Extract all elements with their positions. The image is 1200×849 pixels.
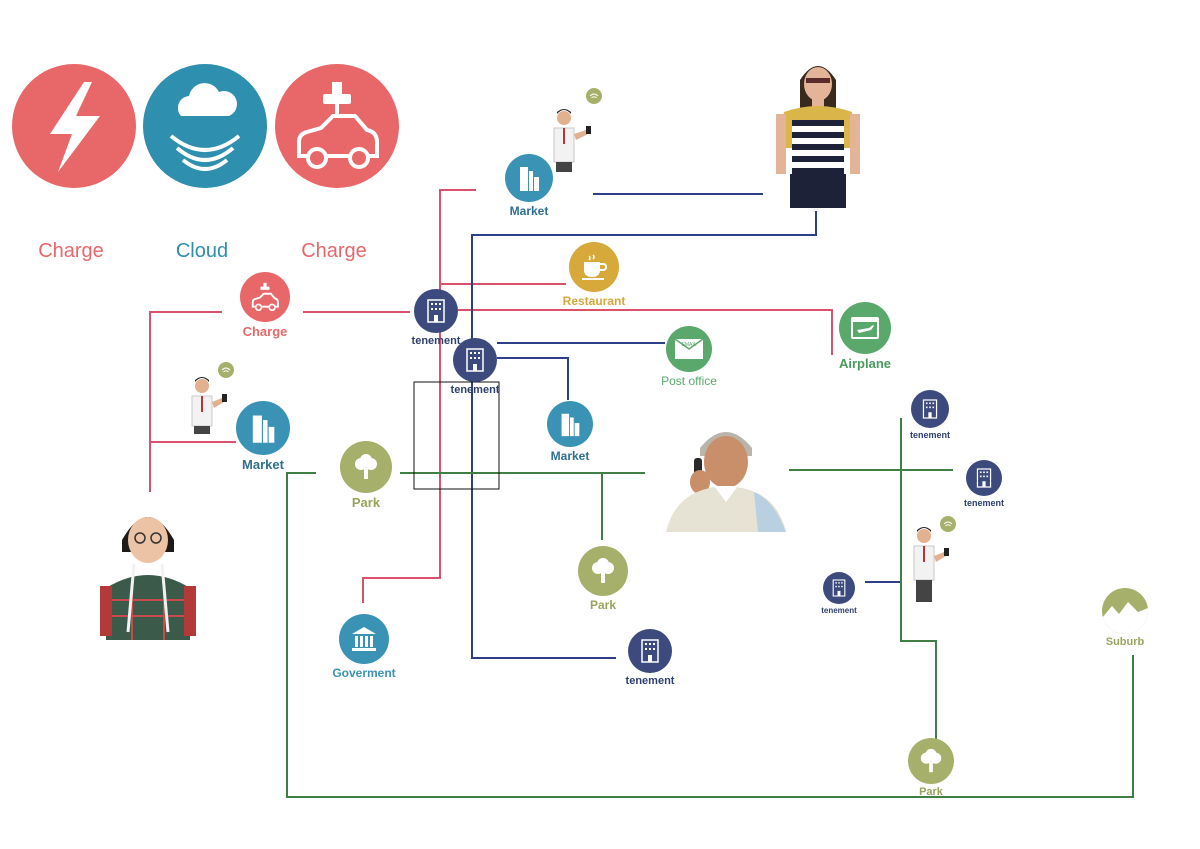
apartment-icon	[911, 390, 949, 428]
tenement-1-node[interactable]: tenement	[406, 289, 466, 347]
navy-line-market-mid	[497, 357, 569, 400]
apartment-icon	[414, 289, 458, 333]
legend-cloud-wifi-icon	[143, 64, 267, 188]
tree-icon	[578, 546, 628, 596]
legend-electric-car-icon	[275, 64, 399, 188]
market-mid-label: Market	[550, 449, 590, 463]
apartment-icon	[823, 572, 855, 604]
legend-lightning-icon	[12, 64, 136, 188]
red-connections	[149, 189, 833, 603]
woman-striped-shirt-photo	[776, 66, 860, 208]
park-1-label: Park	[351, 495, 381, 510]
park-2-node[interactable]: Park	[572, 546, 634, 612]
bank-icon	[339, 614, 389, 664]
park-1-node[interactable]: Park	[334, 441, 398, 510]
suburb-label: Suburb	[1105, 636, 1145, 648]
apartment-icon	[453, 338, 497, 382]
email-envelope-text: EMAIL	[681, 342, 696, 348]
legend-label-cloud: Cloud	[175, 240, 229, 262]
plane-screen-icon	[839, 302, 891, 354]
tenement-6-node[interactable]: tenement	[814, 572, 864, 615]
man-on-phone-photo	[666, 432, 786, 532]
market-top-label: Market	[509, 204, 549, 218]
tenement-4-label: tenement	[909, 430, 950, 440]
worker-right	[906, 512, 966, 613]
post-office-node[interactable]: EMAIL Post office	[654, 326, 724, 388]
legend-label-charge-2: Charge	[301, 240, 367, 262]
park-3-node[interactable]: Park	[903, 738, 959, 798]
airplane-node[interactable]: Airplane	[832, 302, 898, 371]
electric-car-icon	[240, 272, 290, 322]
market-left-node[interactable]: Market	[232, 401, 294, 472]
suburb-node[interactable]: Suburb	[1096, 588, 1154, 648]
restaurant-node[interactable]: Restaurant	[556, 242, 632, 308]
navy-line-woman-tenement	[471, 211, 817, 659]
apartment-icon	[628, 629, 672, 673]
green-line-park-suburb	[286, 472, 1134, 798]
airplane-label: Airplane	[838, 356, 891, 371]
park-3-label: Park	[919, 786, 943, 798]
charge-label: Charge	[242, 324, 288, 339]
man-with-phone-icon	[191, 362, 234, 434]
tenement-6-label: tenement	[821, 606, 857, 615]
market-left-label: Market	[242, 457, 284, 472]
government-node[interactable]: Goverment	[326, 614, 402, 680]
government-label: Goverment	[332, 666, 396, 680]
market-top-node[interactable]: Market	[498, 154, 560, 218]
post-office-label: Post office	[661, 374, 717, 388]
charge-node[interactable]: Charge	[232, 272, 298, 339]
apartment-icon	[966, 460, 1002, 496]
man-with-phone-icon	[553, 88, 602, 172]
building-icon	[236, 401, 290, 455]
tenement-1-label: tenement	[411, 335, 461, 347]
red-line-airplane	[458, 309, 833, 355]
tree-icon	[340, 441, 392, 493]
restaurant-label: Restaurant	[562, 294, 626, 308]
worker-top	[546, 86, 606, 183]
tenement-2-node[interactable]: tenement	[445, 338, 505, 396]
tenement-4-node[interactable]: tenement	[904, 390, 956, 440]
tenement-3-label: tenement	[625, 675, 675, 687]
man-with-phone-icon	[913, 516, 956, 602]
highlight-box	[413, 381, 500, 490]
tree-icon	[908, 738, 954, 784]
park-2-label: Park	[589, 598, 617, 612]
email-envelope-icon: EMAIL	[666, 326, 712, 372]
navy-connections	[471, 193, 901, 659]
tenement-3-node[interactable]: tenement	[620, 629, 680, 687]
building-icon	[505, 154, 553, 202]
cloud-wifi-icon	[169, 83, 241, 171]
worker-left	[184, 360, 244, 457]
mountain-icon	[1102, 588, 1148, 634]
coffee-cup-icon	[569, 242, 619, 292]
tenement-5-label: tenement	[963, 498, 1004, 508]
green-connections	[286, 418, 1134, 798]
building-icon	[547, 401, 593, 447]
tenement-5-node[interactable]: tenement	[958, 460, 1010, 508]
girl-plaid-shirt-photo	[100, 517, 196, 640]
green-line-vertical-right	[900, 418, 937, 740]
legend-label-charge-1: Charge	[38, 240, 104, 262]
market-mid-node[interactable]: Market	[540, 401, 600, 463]
red-line-market-government	[362, 189, 476, 603]
tenement-2-label: tenement	[450, 384, 500, 396]
red-line-charge-left	[149, 311, 222, 492]
lightning-icon	[50, 82, 100, 172]
electric-car-icon	[297, 82, 379, 169]
